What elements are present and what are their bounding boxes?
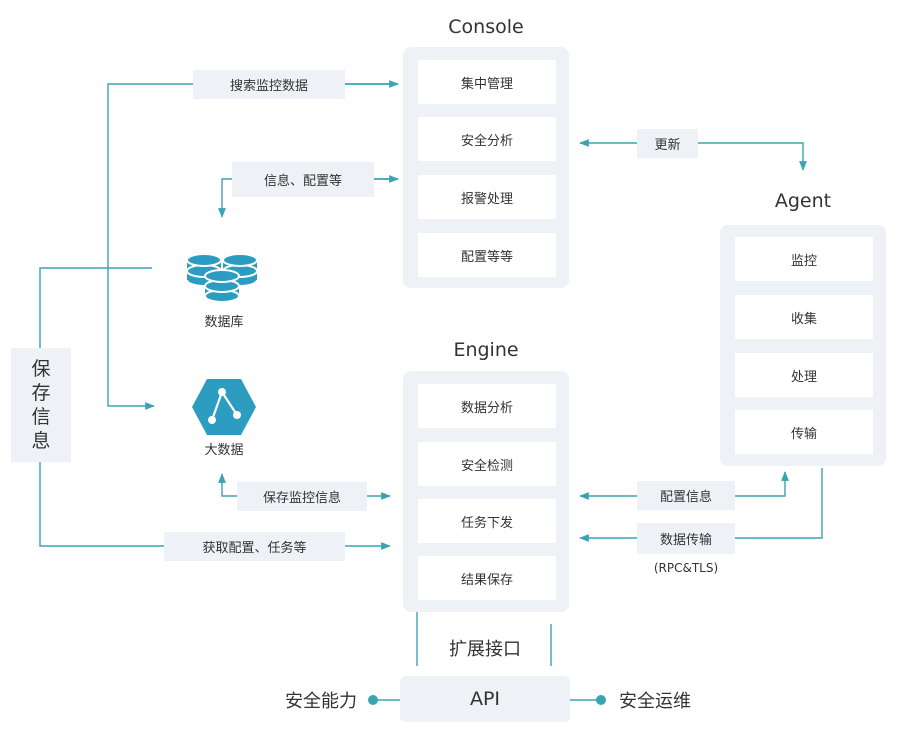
console-item: 配置等等 xyxy=(418,233,556,277)
console-item: 报警处理 xyxy=(418,175,556,219)
database-icon xyxy=(186,253,258,303)
update-tag: 更新 xyxy=(637,129,698,158)
agent-item: 处理 xyxy=(735,353,873,397)
security-capability-dot xyxy=(368,695,378,705)
database-label: 数据库 xyxy=(204,315,244,330)
console-item: 集中管理 xyxy=(418,60,556,104)
agent-item: 收集 xyxy=(735,295,873,339)
agent-title: Agent xyxy=(774,190,832,212)
security-capability-label: 安全能力 xyxy=(285,691,357,712)
engine-item: 结果保存 xyxy=(418,556,556,600)
engine-item: 任务下发 xyxy=(418,499,556,543)
console-item: 安全分析 xyxy=(418,117,556,161)
console-title: Console xyxy=(448,16,524,38)
search-line xyxy=(107,83,398,410)
save-info-vertical-label: 保 存 信 息 xyxy=(11,348,71,462)
save-info-char: 存 xyxy=(31,382,51,404)
config-info-tag: 配置信息 xyxy=(637,481,735,510)
agent-item: 监控 xyxy=(735,237,873,281)
data-transfer-tag: 数据传输 xyxy=(637,523,735,554)
bigdata-label: 大数据 xyxy=(204,443,244,458)
save-info-char: 息 xyxy=(31,430,51,452)
save-monitor-tag: 保存监控信息 xyxy=(237,482,367,511)
save-info-char: 保 xyxy=(31,358,51,380)
extension-interface-label: 扩展接口 xyxy=(449,639,521,660)
get-config-tag: 获取配置、任务等 xyxy=(164,532,345,561)
search-monitor-tag: 搜索监控数据 xyxy=(193,70,345,99)
engine-item: 安全检测 xyxy=(418,442,556,486)
bigdata-hexagon-icon xyxy=(192,379,256,435)
api-box: API xyxy=(400,676,570,722)
security-ops-dot xyxy=(596,695,606,705)
agent-item: 传输 xyxy=(735,410,873,454)
security-ops-label: 安全运维 xyxy=(619,691,691,712)
engine-title: Engine xyxy=(453,339,519,361)
engine-item: 数据分析 xyxy=(418,384,556,428)
info-config-tag: 信息、配置等 xyxy=(232,162,374,197)
save-info-char: 信 xyxy=(31,406,51,428)
rpc-tls-label: (RPC&TLS) xyxy=(653,561,719,575)
